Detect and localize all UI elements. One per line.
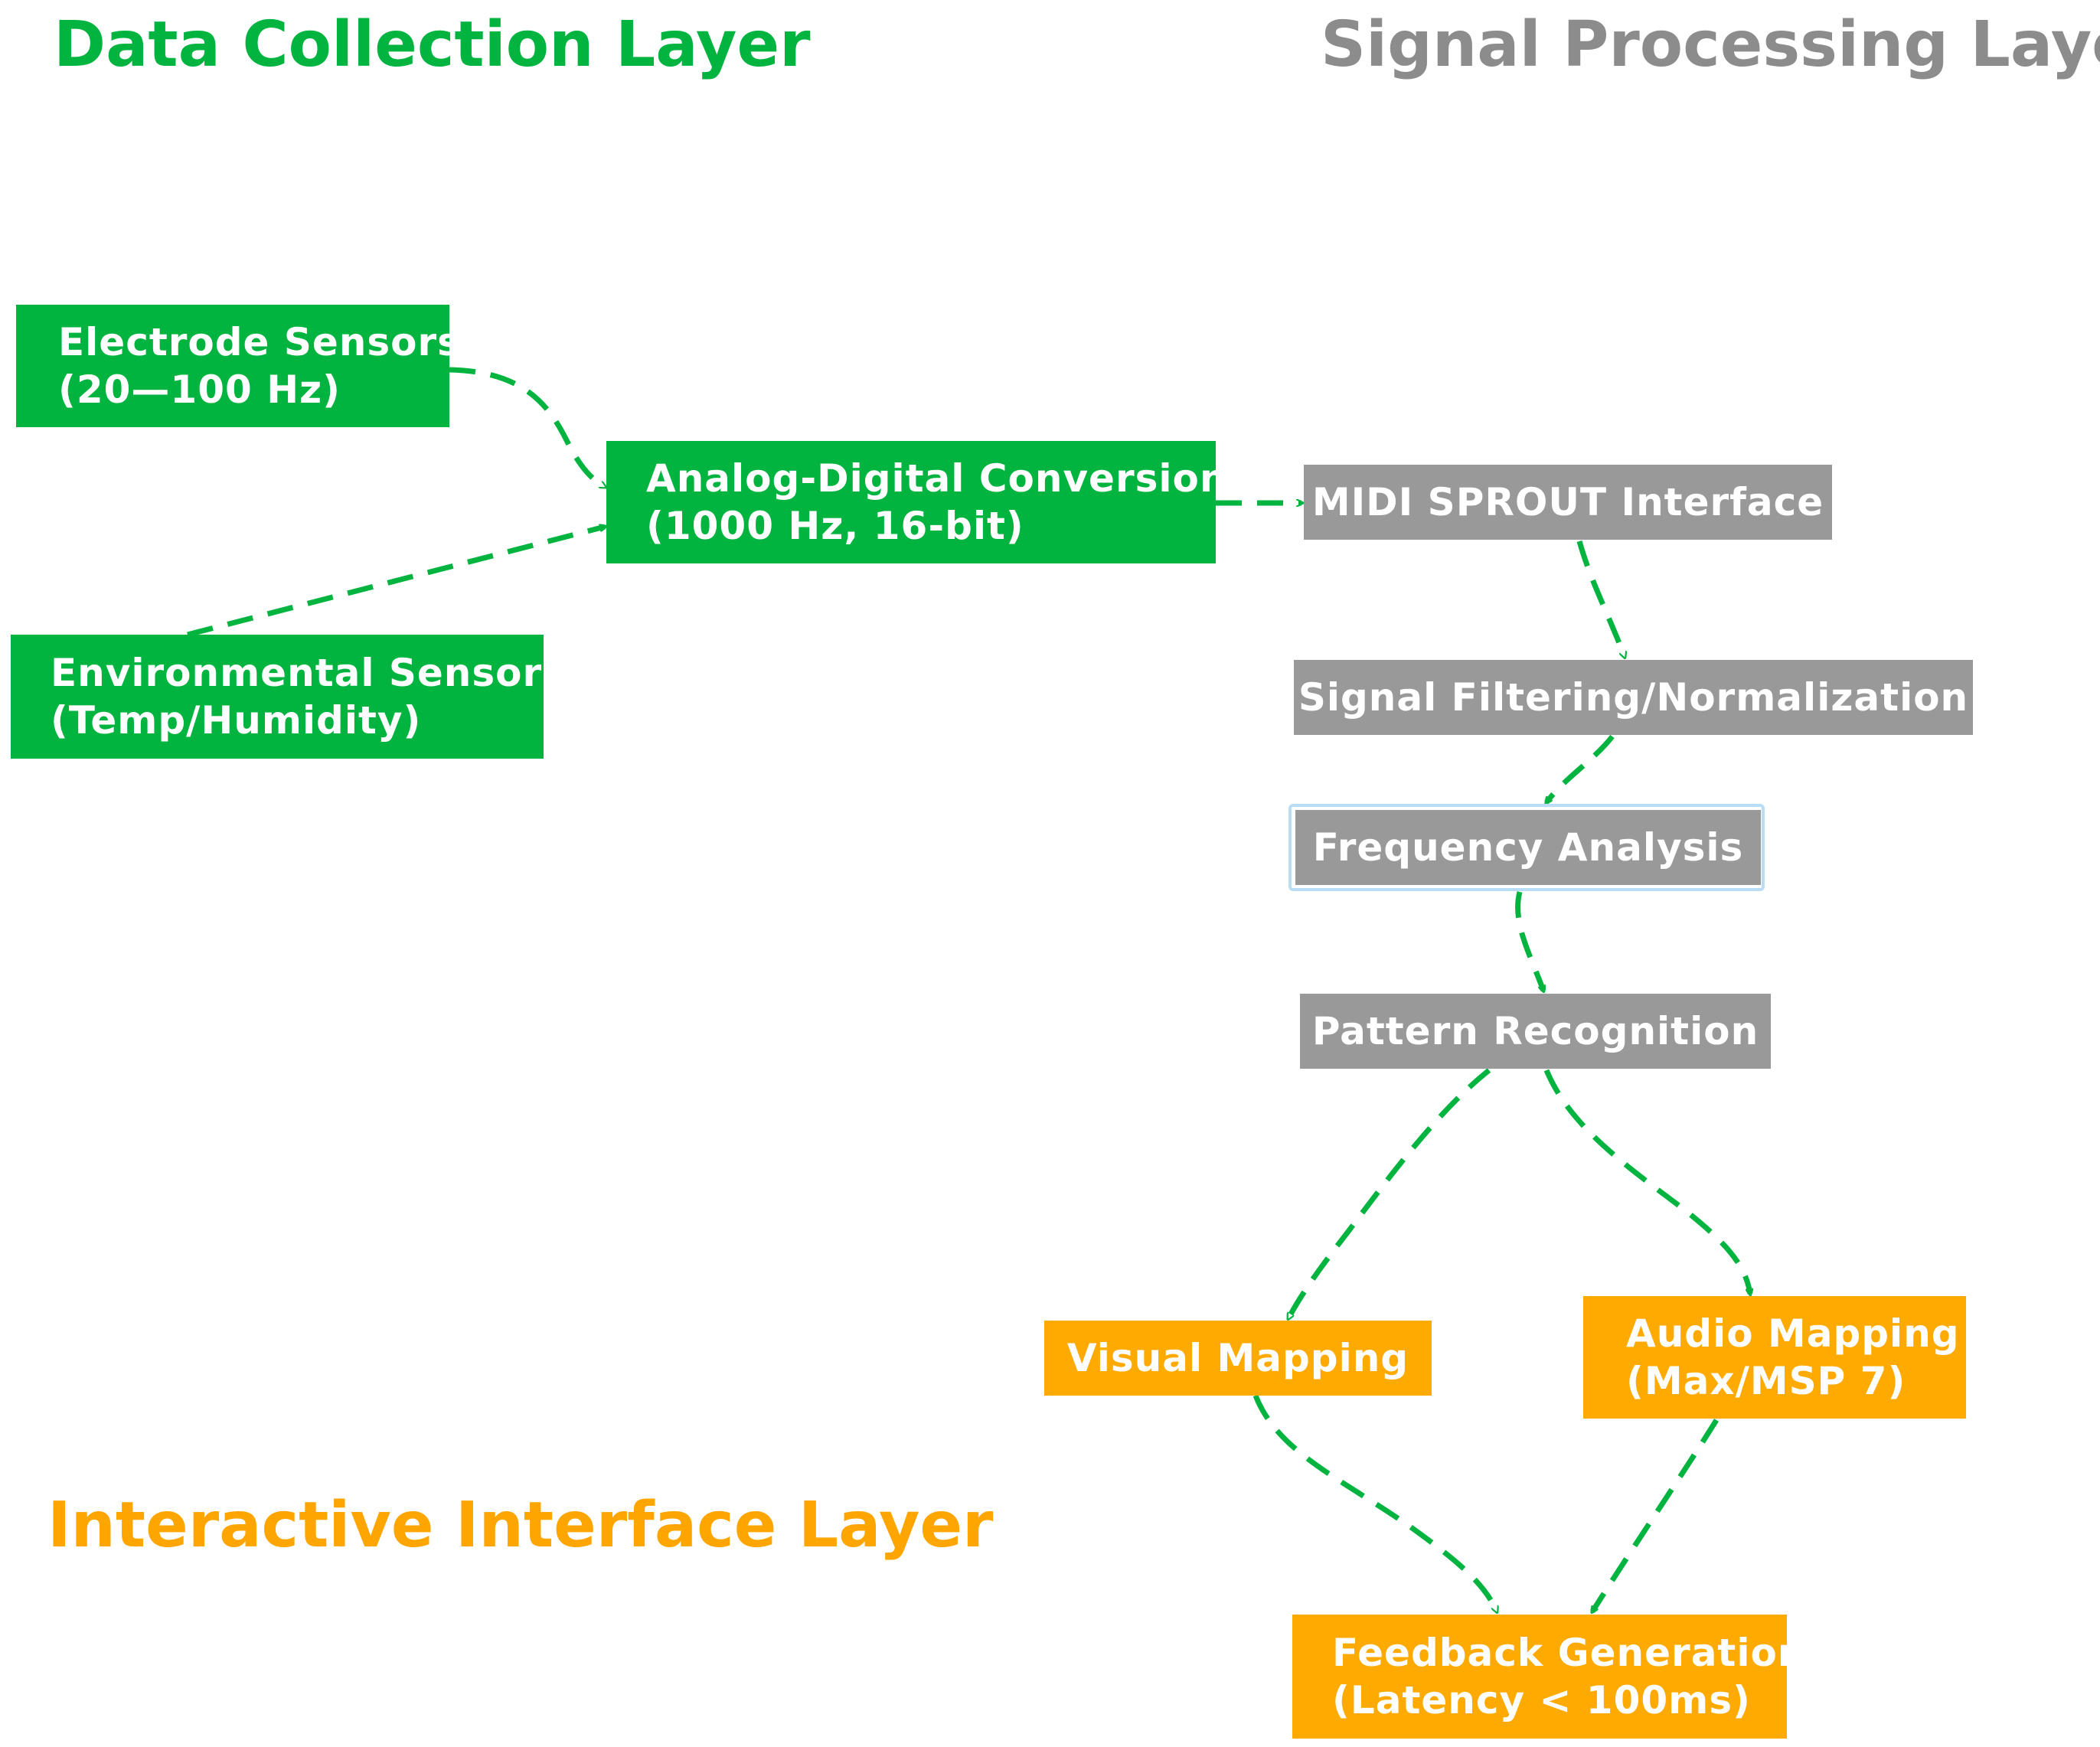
feedback-generation-detail: (Latency < 100ms) [1332,1678,1751,1723]
edge-filter-to-frequency [1546,734,1615,802]
edge-midi-to-filter [1576,540,1625,657]
adc-label: Analog-Digital Conversion [646,456,1228,501]
environmental-sensors-detail: (Temp/Humidity) [51,698,422,743]
environmental-sensors-node: Environmental Sensors (Temp/Humidity) [11,635,566,759]
frequency-analysis-node: Frequency Analysis [1295,810,1761,885]
signal-processing-layer-title: Signal Processing Layer [1321,8,2100,81]
edge-electrode-to-adc [449,367,605,490]
electrode-sensors-node: Electrode Sensors (20—100 Hz) [16,305,461,427]
midi-sprout-label: MIDI SPROUT Interface [1311,480,1824,524]
environmental-sensors-label: Environmental Sensors [51,651,566,695]
signal-filtering-node: Signal Filtering/Normalization [1294,660,1973,735]
edge-audio-to-feedback [1590,1419,1719,1611]
visual-mapping-label: Visual Mapping [1066,1336,1409,1380]
pattern-recognition-node: Pattern Recognition [1300,994,1771,1069]
edge-pattern-to-audio [1543,1069,1750,1294]
audio-mapping-detail: (Max/MSP 7) [1626,1359,1906,1403]
edge-frequency-to-pattern [1515,891,1543,991]
audio-mapping-label: Audio Mapping [1626,1311,1960,1356]
edge-visual-to-feedback [1252,1394,1500,1611]
electrode-sensors-detail: (20—100 Hz) [58,367,341,412]
data-collection-layer-title: Data Collection Layer [54,8,811,81]
electrode-sensors-label: Electrode Sensors [58,320,461,364]
pattern-recognition-label: Pattern Recognition [1311,1009,1759,1053]
frequency-analysis-label: Frequency Analysis [1312,825,1744,870]
edge-pattern-to-visual [1285,1068,1491,1318]
signal-filtering-label: Signal Filtering/Normalization [1298,675,1969,720]
audio-mapping-node: Audio Mapping (Max/MSP 7) [1583,1296,1966,1419]
visual-mapping-node: Visual Mapping [1044,1321,1432,1396]
feedback-generation-label: Feedback Generation [1332,1631,1806,1675]
midi-sprout-node: MIDI SPROUT Interface [1304,465,1832,540]
feedback-generation-node: Feedback Generation (Latency < 100ms) [1292,1615,1806,1739]
adc-node: Analog-Digital Conversion (1000 Hz, 16-b… [606,441,1228,563]
edge-environmental-to-adc [187,527,605,638]
adc-detail: (1000 Hz, 16-bit) [646,504,1024,548]
interactive-interface-layer-title: Interactive Interface Layer [47,1489,994,1562]
